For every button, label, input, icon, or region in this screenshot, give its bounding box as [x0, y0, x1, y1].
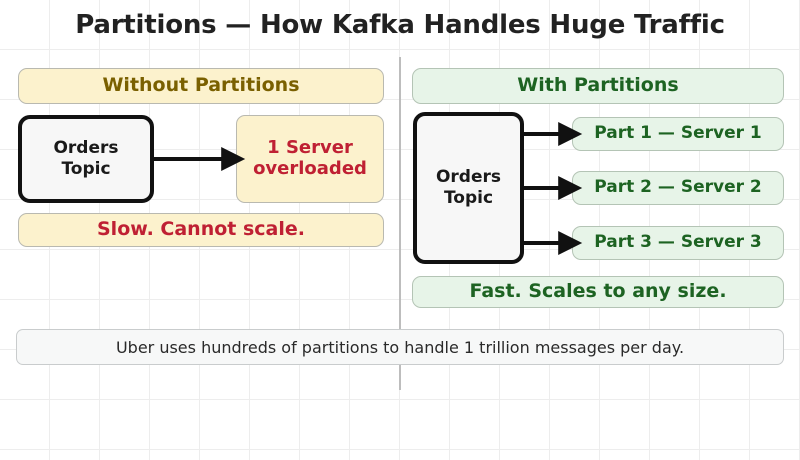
right-orders-topic-box: Orders Topic	[413, 112, 524, 264]
left-orders-topic-label: Orders Topic	[53, 138, 118, 181]
right-topic-line1: Orders	[435, 166, 502, 187]
left-panel-header: Without Partitions	[18, 68, 384, 104]
server-overloaded-box: 1 Server overloaded	[236, 115, 384, 203]
overload-line1: 1 Server	[267, 137, 353, 159]
partition-box-2: Part 2 — Server 2	[572, 171, 784, 205]
right-panel-verdict: Fast. Scales to any size.	[412, 276, 784, 308]
panel-divider	[399, 57, 401, 390]
footnote-banner: Uber uses hundreds of partitions to hand…	[16, 329, 784, 365]
left-panel-verdict: Slow. Cannot scale.	[18, 213, 384, 247]
page-title: Partitions — How Kafka Handles Huge Traf…	[75, 10, 725, 40]
overload-line2: overloaded	[253, 158, 367, 179]
partition-box-3: Part 3 — Server 3	[572, 226, 784, 260]
left-orders-topic-box: Orders Topic	[18, 115, 154, 203]
right-orders-topic-label: Orders Topic	[436, 167, 501, 210]
partition-box-1: Part 1 — Server 1	[572, 117, 784, 151]
left-topic-line1: Orders	[53, 137, 119, 158]
right-topic-line2: Topic	[443, 188, 494, 208]
right-panel-header: With Partitions	[412, 68, 784, 104]
left-topic-line2: Topic	[61, 159, 111, 179]
